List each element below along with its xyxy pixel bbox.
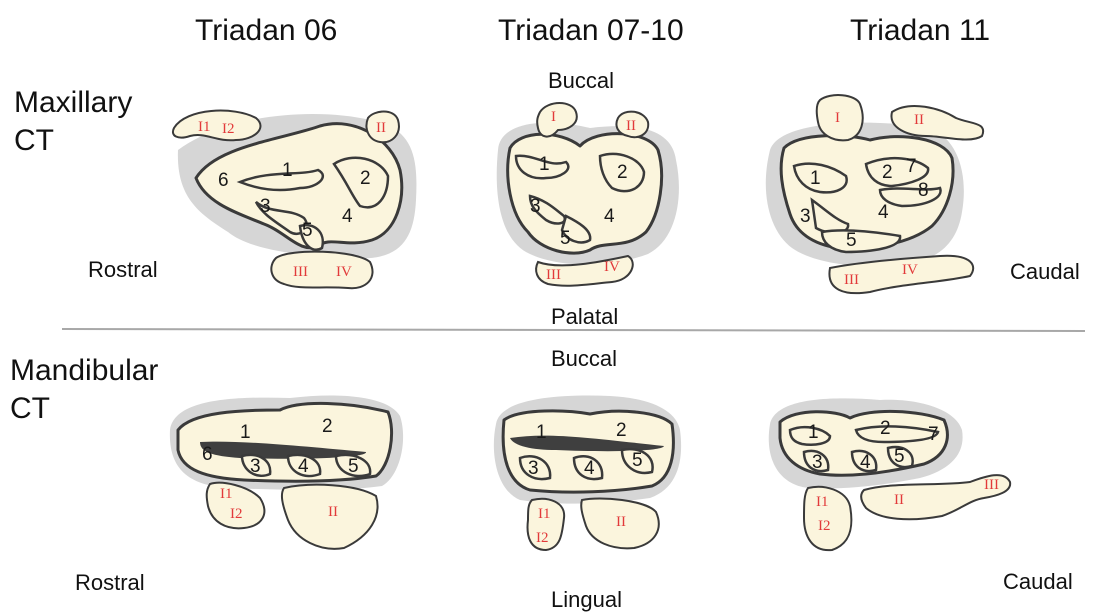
pulp-label: 4	[584, 458, 595, 479]
root-label: I1	[816, 494, 829, 510]
root-label: I2	[222, 121, 235, 137]
root-label: IV	[604, 259, 620, 275]
section-divider	[62, 329, 1085, 331]
pulp-label: 4	[604, 206, 615, 227]
pulp-label: 4	[298, 456, 309, 477]
pulp-label: 3	[812, 452, 823, 473]
mandibular-06-cross-section	[170, 395, 403, 490]
root-label: I2	[536, 530, 549, 546]
pulp-label: 3	[528, 458, 539, 479]
root-label: II	[626, 118, 636, 134]
mandibular-07-10-cross-section	[494, 396, 681, 504]
root-label: II	[328, 504, 338, 520]
root-label: II	[376, 120, 386, 136]
pulp-label: 1	[808, 422, 819, 443]
pulp-label: 1	[810, 168, 821, 189]
root-label: I2	[230, 506, 243, 522]
pulp-label: 4	[878, 202, 889, 223]
root-label: I1	[538, 506, 551, 522]
root-i1-i2-maxillary-06	[173, 111, 261, 141]
pulp-label: 3	[530, 196, 541, 217]
pulp-label: 5	[894, 446, 905, 467]
pulp-label: 7	[928, 424, 939, 445]
pulp-label: 7	[906, 156, 917, 177]
root-label: III	[984, 477, 999, 493]
pulp-label: 5	[302, 220, 313, 241]
root-label: I2	[818, 518, 831, 534]
pulp-label: 6	[218, 170, 229, 191]
maxillary-11-cross-section	[766, 123, 964, 267]
root-label: II	[894, 492, 904, 508]
pulp-label: 5	[632, 450, 643, 471]
pulp-label: 2	[880, 418, 891, 439]
root-label: I	[551, 109, 556, 125]
root-label: III	[293, 264, 308, 280]
pulp-label: 2	[360, 168, 371, 189]
pulp-label: 6	[202, 444, 213, 465]
pulp-label: 2	[882, 162, 893, 183]
root-label: IV	[902, 262, 918, 278]
pulp-label: 5	[846, 230, 857, 251]
pulp-label: 3	[250, 456, 261, 477]
root-label: I1	[198, 119, 211, 135]
root-label: I	[835, 110, 840, 126]
maxillary-07-10-cross-section	[497, 123, 679, 265]
pulp-label: 1	[282, 160, 293, 181]
pulp-label: 1	[539, 154, 550, 175]
pulp-label: 8	[918, 180, 929, 201]
root-label: II	[914, 112, 924, 128]
pulp-label: 4	[342, 206, 353, 227]
pulp-label: 2	[616, 420, 627, 441]
pulp-label: 2	[322, 416, 333, 437]
root-label: III	[546, 267, 561, 283]
root-label: III	[844, 272, 859, 288]
pulp-label: 3	[260, 196, 271, 217]
pulp-label: 4	[860, 452, 871, 473]
root-label: IV	[336, 264, 352, 280]
root-label: II	[616, 514, 626, 530]
pulp-label: 1	[536, 422, 547, 443]
pulp-label: 2	[617, 162, 628, 183]
pulp-label: 3	[800, 206, 811, 227]
pulp-label: 5	[348, 456, 359, 477]
root-label: I1	[220, 486, 233, 502]
pulp-label: 1	[240, 422, 251, 443]
pulp-label: 5	[560, 228, 571, 249]
root-iii-iv-maxillary-06	[271, 252, 372, 289]
